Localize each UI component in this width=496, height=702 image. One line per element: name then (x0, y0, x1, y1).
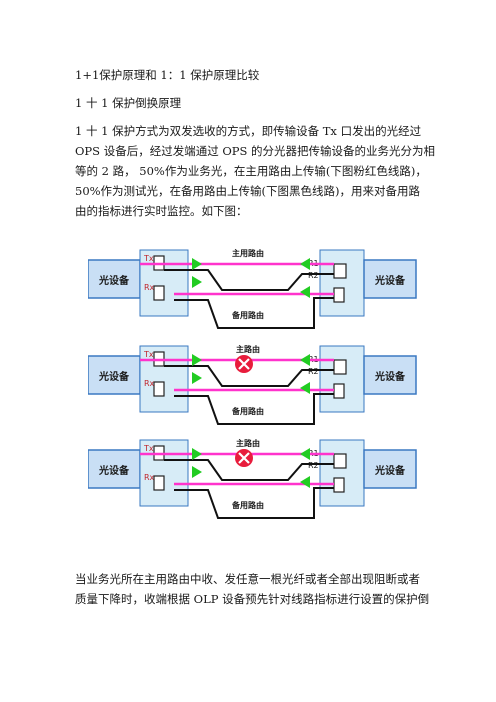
arrow-icon (300, 258, 310, 270)
main-route-label: 主用路由 (232, 248, 264, 258)
left-switch (153, 381, 165, 397)
backup-route-2 (174, 487, 334, 519)
left-device-label: 光设备 (98, 274, 130, 287)
page-title: 1+1保护原理和 1：1 保护原理比较 (75, 68, 260, 82)
left-ops-box (139, 249, 189, 317)
right-device-label: 光设备 (374, 464, 406, 477)
right-device-label: 光设备 (374, 274, 406, 287)
arrow-icon (192, 372, 202, 384)
arrow-icon (192, 258, 202, 270)
arrow-icon (192, 466, 202, 478)
fault-cross-icon (235, 355, 253, 373)
left-rx-label: Rx (144, 473, 155, 482)
backup-route-1 (164, 459, 334, 481)
arrow-icon (300, 476, 310, 488)
r2-label: R2 (308, 271, 319, 280)
left-rx-label: Rx (144, 283, 155, 292)
left-tx-label: Tx (143, 350, 154, 359)
paragraph-line: 等的 2 路， 50%作为业务光，在主用路由上传输(下图粉红色线路)， (75, 164, 427, 178)
protection-diagram-fault-1: 光设备 Tx Rx R1 R2 Rx Tx 光设备 主路由 备用路由 (88, 344, 417, 425)
left-device-label: 光设备 (98, 370, 130, 383)
right-splitter (333, 383, 345, 399)
right-device-label: 光设备 (374, 370, 406, 383)
backup-route-2 (174, 297, 334, 329)
r2-label: R2 (308, 367, 319, 376)
arrow-icon (300, 448, 310, 460)
section-heading: 1 十 1 保护倒换原理 (75, 96, 182, 110)
backup-route-2 (174, 393, 334, 425)
left-device-label: 光设备 (98, 464, 130, 477)
paragraph-line: 50%作为测试光，在备用路由上传输(下图黑色线路)，用来对备用路 (75, 184, 421, 198)
arrow-icon (192, 448, 202, 460)
backup-route-1 (164, 269, 334, 291)
paragraph-line: OPS 设备后，经过发端通过 OPS 的分光器把传输设备的业务光分为相 (75, 144, 436, 158)
right-device-box (363, 259, 417, 299)
right-switch (333, 453, 347, 469)
backup-route-label: 备用路由 (231, 310, 264, 320)
right-device-box (363, 355, 417, 395)
paragraph-line: 质量下降时，收端根据 OLP 设备预先针对线路指标进行设置的保护倒 (75, 592, 430, 606)
right-switch (333, 359, 347, 375)
left-switch (153, 285, 165, 301)
arrow-icon (300, 354, 310, 366)
left-tx-label: Tx (143, 444, 154, 453)
paragraph-line: 1 十 1 保护方式为双发选收的方式，即传输设备 Tx 口发出的光经过 (75, 124, 422, 138)
paragraph-line: 由的指标进行实时监控。如下图： (75, 204, 248, 218)
main-route-label: 主路由 (236, 344, 260, 354)
backup-route-label: 备用路由 (231, 406, 264, 416)
left-rx-label: Rx (144, 379, 155, 388)
right-splitter (333, 287, 345, 303)
arrow-icon (192, 354, 202, 366)
left-tx-label: Tx (143, 254, 154, 263)
right-device-box (363, 449, 417, 489)
paragraph-line: 当业务光所在主用路由中收、发任意一根光纤或者全部出现阻断或者 (75, 572, 420, 586)
right-splitter (333, 477, 345, 493)
right-ops-box (319, 249, 365, 317)
fault-cross-icon (235, 449, 253, 467)
main-route-label: 主路由 (236, 438, 260, 448)
protection-diagram-normal: 光设备 Tx Rx R1 R2 Rx Tx 光设备 主用路由 备用路由 (88, 248, 417, 329)
r2-label: R2 (308, 461, 319, 470)
arrow-icon (300, 286, 310, 298)
left-device-box (88, 449, 141, 489)
right-ops-box (319, 439, 365, 507)
right-ops-box (319, 345, 365, 413)
protection-diagram-fault-2: 光设备 Tx Rx R1 R2 Rx Tx 光设备 主路由 备用路由 (88, 438, 417, 519)
right-switch (333, 263, 347, 279)
left-switch (153, 475, 165, 491)
backup-route-1 (164, 365, 334, 387)
arrow-icon (192, 276, 202, 288)
arrow-icon (300, 382, 310, 394)
backup-route-label: 备用路由 (231, 500, 264, 510)
